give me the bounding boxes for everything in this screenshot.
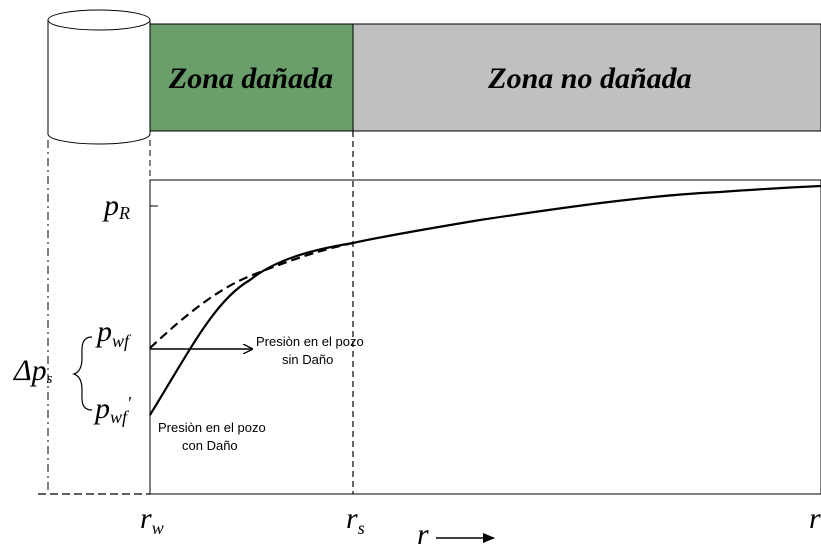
damaged-pressure-curve (149, 184, 821, 416)
pR-sub: R (118, 203, 130, 223)
undamaged-zone (352, 23, 821, 132)
without-damage-annotation-line2: sin Daño (282, 352, 333, 367)
rs-label: rs (346, 502, 365, 538)
undamaged-zone-label: Zona no dañada (487, 62, 691, 95)
delta-ps-sub: s (47, 371, 53, 387)
damaged-zone-label: Zona dañada (168, 62, 333, 95)
rs-main: r (346, 502, 358, 535)
rs-sub: s (358, 518, 365, 538)
with-damage-annotation-line2: con Daño (182, 438, 238, 453)
cylinder-icon (47, 9, 151, 145)
delta-ps-main: Δp (13, 354, 47, 387)
pwf-prime-sub: wf (110, 407, 130, 427)
without-damage-annotation-line1: Presiòn en el pozo (256, 334, 364, 349)
pwf-prime-mark: ' (127, 393, 132, 413)
guide-lines (38, 131, 354, 495)
delta-ps-label: Δps (13, 354, 53, 387)
zone-bar: Zona dañada Zona no dañada (149, 23, 821, 132)
pR-main: p (102, 189, 119, 222)
undamaged-pressure-curve (149, 241, 354, 349)
r-end-label: r (809, 502, 821, 535)
rw-main: r (140, 502, 152, 535)
pwf-prime-main: p (93, 392, 110, 425)
rw-sub: w (152, 518, 164, 538)
pwf-sub: wf (112, 331, 132, 351)
pR-label: pR (102, 189, 130, 223)
with-damage-annotation-line1: Presiòn en el pozo (158, 420, 266, 435)
r-axis-label: r (417, 518, 429, 547)
pwf-main: p (95, 315, 112, 348)
pressure-curves (149, 184, 821, 416)
pwf-prime-label: pwf' (93, 392, 132, 427)
rw-label: rw (140, 502, 164, 538)
pwf-label: pwf (95, 315, 132, 351)
delta-ps-brace (72, 336, 93, 411)
damaged-zone (149, 23, 354, 132)
plot-area (149, 179, 821, 495)
